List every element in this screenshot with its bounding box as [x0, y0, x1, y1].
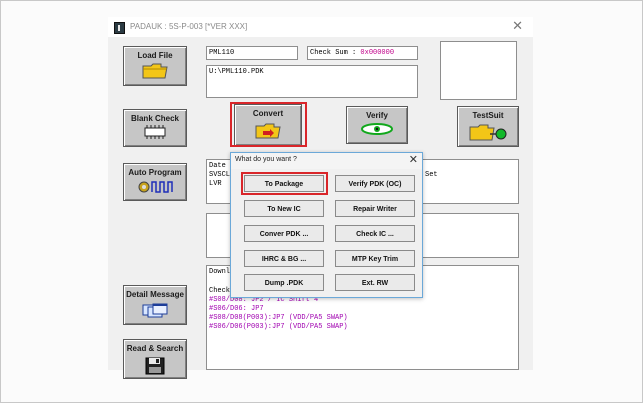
log-line: #S08/D08(P003):JP7 (VDD/PA5 SWAP) [209, 314, 348, 322]
convert-options-dialog: What do you want ? ✕ To Package Verify P… [230, 152, 423, 298]
log-line: #S06/D06: JP7 [209, 305, 264, 313]
convert-label: Convert [252, 109, 284, 118]
app-icon [114, 22, 125, 34]
blank-check-button[interactable]: Blank Check [123, 109, 187, 147]
verify-button[interactable]: Verify [346, 106, 408, 144]
file-path-field[interactable]: U:\PML110.PDK [206, 65, 418, 98]
log-line-download: Downl [209, 268, 231, 276]
testsuit-label: TestSuit [472, 111, 504, 120]
folder-plug-icon [469, 124, 507, 141]
floppy-disk-icon [145, 357, 165, 375]
conver-pdk-button[interactable]: Conver PDK ... [244, 225, 324, 242]
check-sum-field: Check Sum : 0x000000 [307, 46, 418, 60]
info-line-lvr: LVR [209, 180, 222, 188]
folder-convert-icon [255, 123, 281, 139]
window-title: PADAUK : 5S-P-003 [*VER XXX] [130, 22, 248, 31]
gear-pulse-icon [138, 181, 173, 193]
auto-program-label: Auto Program [128, 168, 182, 177]
info-line-date: Date [209, 162, 226, 170]
load-file-button[interactable]: Load File [123, 46, 187, 86]
preview-box [440, 41, 517, 100]
eye-icon [361, 123, 393, 135]
title-bar: PADAUK : 5S-P-003 [*VER XXX] ✕ [108, 17, 533, 37]
blank-check-label: Blank Check [130, 114, 180, 123]
dialog-title: What do you want ? [235, 156, 297, 163]
check-sum-value: 0x000000 [360, 49, 395, 57]
to-package-button[interactable]: To Package [244, 175, 324, 192]
detail-message-label: Detail Message [126, 290, 184, 299]
read-search-label: Read & Search [126, 344, 184, 353]
folder-icon [142, 63, 168, 79]
verify-label: Verify [366, 111, 388, 120]
ext-rw-button[interactable]: Ext. RW [335, 274, 415, 291]
dump-pdk-button[interactable]: Dump .PDK [244, 274, 324, 291]
verify-pdk-oc-button[interactable]: Verify PDK (OC) [335, 175, 415, 192]
testsuit-button[interactable]: TestSuit [457, 106, 519, 147]
dialog-close-button[interactable]: ✕ [408, 154, 418, 166]
mtp-key-trim-button[interactable]: MTP Key Trim [335, 250, 415, 267]
to-new-ic-button[interactable]: To New IC [244, 200, 324, 217]
ihrc-bg-button[interactable]: IHRC & BG ... [244, 250, 324, 267]
to-package-highlight [241, 172, 328, 195]
window-close-button[interactable]: ✕ [512, 18, 523, 33]
chip-icon [144, 125, 166, 139]
repair-writer-button[interactable]: Repair Writer [335, 200, 415, 217]
check-ic-button[interactable]: Check IC ... [335, 225, 415, 242]
info-line-svscl: SVSCL [209, 171, 231, 179]
auto-program-button[interactable]: Auto Program [123, 163, 187, 201]
log-line: #S06/D06(P003):JP7 (VDD/PA5 SWAP) [209, 323, 348, 331]
windows-stack-icon [142, 303, 168, 318]
convert-highlight [230, 102, 307, 147]
check-sum-label: Check Sum : [310, 49, 361, 57]
detail-message-button[interactable]: Detail Message [123, 285, 187, 325]
load-file-label: Load File [137, 51, 173, 60]
log-line: #S08/D08: JP2 / IC Shift 4 [209, 296, 319, 304]
log-line-check: Check [209, 287, 231, 295]
dialog-body: To Package Verify PDK (OC) To New IC Rep… [231, 169, 422, 297]
ic-name-field[interactable]: PML110 [206, 46, 298, 60]
read-search-button[interactable]: Read & Search [123, 339, 187, 379]
info-set-text: Set [425, 171, 438, 179]
